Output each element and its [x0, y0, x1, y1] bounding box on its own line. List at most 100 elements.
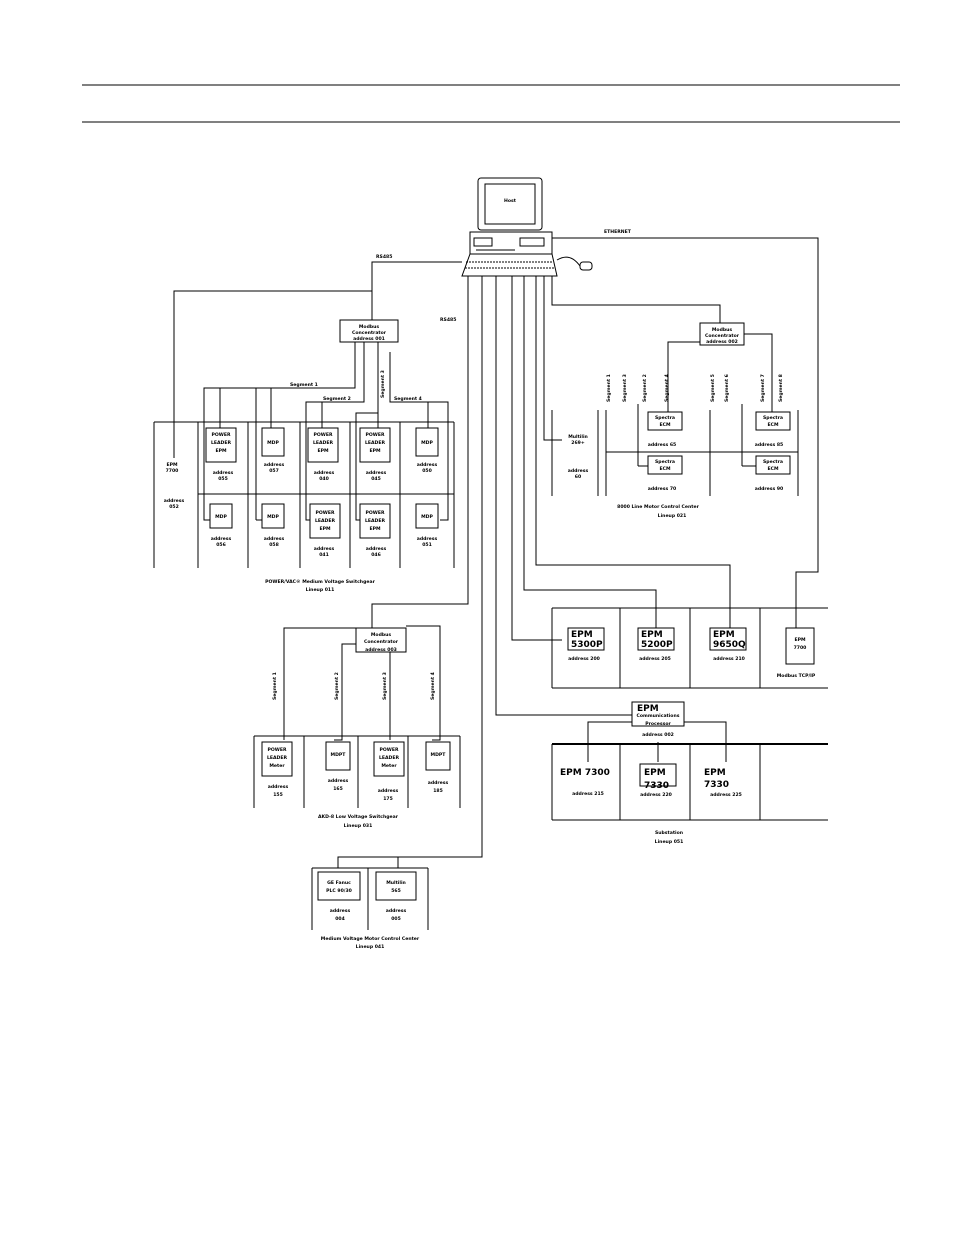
- svg-text:5200P: 5200P: [641, 640, 673, 650]
- svg-text:7700: 7700: [794, 645, 807, 651]
- svg-text:address 002: address 002: [706, 339, 738, 345]
- svg-text:Segment 4: Segment 4: [664, 374, 670, 402]
- mv-mcc-lineup-041: GE Fanuc PLC 90/30 address 004 Multilin …: [311, 867, 429, 950]
- svg-text:address 001: address 001: [353, 336, 385, 342]
- substation-lineup-051: EPM 5300P address 200 EPM 5200P address …: [551, 607, 828, 845]
- segment-2-label: Segment 2: [323, 396, 351, 402]
- svg-text:Segment 2: Segment 2: [642, 374, 648, 402]
- svg-text:address: address: [264, 536, 285, 542]
- svg-text:EPM: EPM: [317, 448, 329, 454]
- mouse-icon: [579, 261, 593, 271]
- svg-text:MDP: MDP: [421, 440, 433, 446]
- epm-7330-label-a: EPM: [644, 768, 666, 778]
- svg-text:ECM: ECM: [659, 422, 671, 428]
- svg-text:165: 165: [333, 786, 343, 792]
- svg-text:7700: 7700: [166, 468, 179, 474]
- svg-text:address 220: address 220: [640, 792, 672, 798]
- svg-text:Segment 2: Segment 2: [334, 672, 340, 700]
- svg-text:address 90: address 90: [755, 486, 784, 492]
- svg-text:address: address: [164, 498, 185, 504]
- svg-text:MDP: MDP: [215, 514, 227, 520]
- svg-text:EPM: EPM: [369, 526, 381, 532]
- svg-text:address 65: address 65: [648, 442, 677, 448]
- svg-text:Meter: Meter: [269, 763, 285, 769]
- modbus-concentrator-003: [355, 627, 407, 653]
- multilin-269-label: Multilin: [568, 434, 588, 440]
- svg-text:057: 057: [269, 468, 279, 474]
- svg-text:EPM: EPM: [369, 448, 381, 454]
- svg-text:Segment 1: Segment 1: [272, 672, 278, 700]
- ge-fanuc-plc-label: GE Fanuc: [327, 880, 351, 886]
- svg-text:EPM: EPM: [319, 526, 331, 532]
- svg-text:051: 051: [422, 542, 432, 548]
- svg-text:POWER: POWER: [365, 510, 384, 516]
- svg-text:Segment 7: Segment 7: [760, 374, 766, 402]
- svg-text:046: 046: [371, 552, 381, 558]
- epm-5300p-label: EPM: [571, 630, 593, 640]
- epm-5200p-label: EPM: [641, 630, 663, 640]
- svg-text:EPM: EPM: [215, 448, 227, 454]
- svg-text:Processor: Processor: [645, 721, 671, 727]
- svg-text:Lineup 021: Lineup 021: [658, 513, 687, 519]
- svg-text:POWER: POWER: [365, 432, 384, 438]
- svg-text:050: 050: [422, 468, 432, 474]
- svg-text:Spectra: Spectra: [655, 415, 675, 421]
- epm-9650q-label: EPM: [713, 630, 735, 640]
- switchgear-caption: POWER/VAC® Medium Voltage Switchgear: [265, 579, 375, 585]
- svg-text:Concentrator: Concentrator: [705, 333, 740, 339]
- svg-text:EPM: EPM: [637, 704, 659, 714]
- svg-text:MDPT: MDPT: [431, 752, 447, 758]
- segment-4-label: Segment 4: [394, 396, 422, 402]
- svg-text:Concentrator: Concentrator: [352, 330, 387, 336]
- svg-text:POWER: POWER: [313, 432, 332, 438]
- svg-text:LEADER: LEADER: [313, 440, 334, 446]
- svg-text:Segment 5: Segment 5: [710, 374, 716, 402]
- rs485-label-left: RS485: [376, 254, 392, 260]
- svg-text:185: 185: [433, 788, 443, 794]
- svg-text:7330: 7330: [704, 780, 729, 790]
- svg-text:address: address: [211, 536, 232, 542]
- svg-text:005: 005: [391, 916, 401, 922]
- svg-text:Lineup 051: Lineup 051: [655, 839, 684, 845]
- svg-text:Segment 1: Segment 1: [606, 374, 612, 402]
- svg-text:address: address: [328, 778, 349, 784]
- svg-text:5300P: 5300P: [571, 640, 603, 650]
- svg-text:Modbus: Modbus: [712, 327, 733, 333]
- epm-communications-processor: [631, 701, 685, 727]
- svg-text:POWER: POWER: [267, 747, 286, 753]
- svg-text:565: 565: [391, 888, 401, 894]
- svg-text:LEADER: LEADER: [315, 518, 336, 524]
- svg-text:Meter: Meter: [381, 763, 397, 769]
- svg-text:Spectra: Spectra: [763, 415, 783, 421]
- svg-text:address: address: [264, 462, 285, 468]
- svg-text:LEADER: LEADER: [365, 518, 386, 524]
- lv-switchgear-lineup-031: Modbus Concentrator address 003 Segment …: [253, 625, 461, 829]
- svg-text:address: address: [314, 470, 335, 476]
- svg-text:7330: 7330: [644, 781, 669, 791]
- svg-text:LEADER: LEADER: [211, 440, 232, 446]
- svg-text:ECM: ECM: [767, 466, 779, 472]
- svg-text:Segment 4: Segment 4: [430, 672, 436, 700]
- svg-text:175: 175: [383, 796, 393, 802]
- epm-7700-tcp-label: EPM: [794, 637, 806, 643]
- substation-caption: Substation: [655, 830, 683, 836]
- mcc-lineup-021: Modbus Concentrator address 002 Segment …: [551, 322, 799, 519]
- svg-text:address: address: [568, 468, 589, 474]
- svg-text:MDP: MDP: [267, 440, 279, 446]
- svg-text:address: address: [330, 908, 351, 914]
- svg-text:POWER: POWER: [211, 432, 230, 438]
- svg-text:LEADER: LEADER: [365, 440, 386, 446]
- svg-text:POWER: POWER: [315, 510, 334, 516]
- svg-text:address: address: [268, 784, 289, 790]
- svg-text:004: 004: [335, 916, 345, 922]
- svg-text:POWER: POWER: [379, 747, 398, 753]
- modbus-concentrator-001: [339, 319, 399, 343]
- svg-text:Lineup 031: Lineup 031: [344, 823, 373, 829]
- svg-text:address: address: [417, 536, 438, 542]
- svg-text:address: address: [366, 546, 387, 552]
- segment-3-label: Segment 3: [380, 370, 386, 398]
- svg-text:address 003: address 003: [365, 647, 397, 653]
- svg-text:040: 040: [319, 476, 329, 482]
- svg-text:Lineup 011: Lineup 011: [306, 587, 335, 593]
- modbus-tcp-label: Modbus TCP/IP: [777, 673, 816, 679]
